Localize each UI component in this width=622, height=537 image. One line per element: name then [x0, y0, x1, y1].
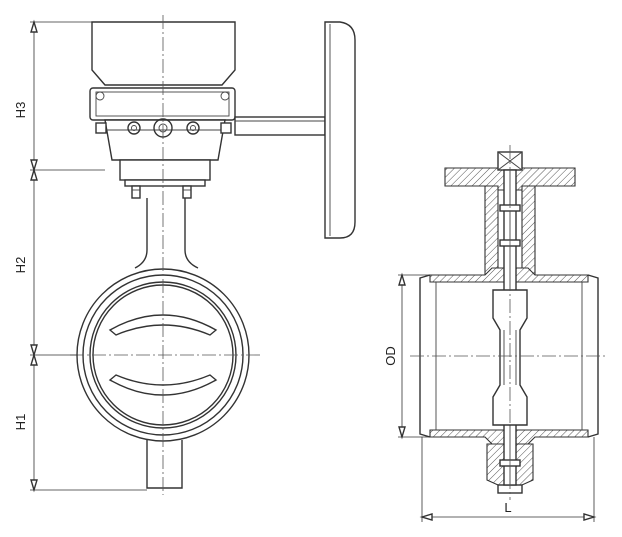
valve-neck [134, 198, 199, 269]
dimension-label-h3: H3 [13, 102, 28, 119]
section-dimensions [398, 272, 597, 522]
section-view [410, 145, 605, 500]
dimension-label-h2: H2 [13, 257, 28, 274]
gearbox-body [89, 87, 236, 199]
gear-port-left-icon [127, 121, 141, 135]
front-dimensions [30, 19, 147, 493]
front-view [70, 15, 356, 495]
dimension-label-l: L [504, 500, 511, 515]
disc-section [492, 289, 528, 426]
handwheel [234, 21, 356, 239]
valve-disc-lower [108, 374, 218, 396]
dimension-label-od: OD [383, 346, 398, 366]
actuator-cover [91, 21, 236, 86]
dimension-label-h1: H1 [13, 414, 28, 431]
gear-port-right-icon [186, 121, 200, 135]
valve-disc-upper [108, 314, 218, 336]
